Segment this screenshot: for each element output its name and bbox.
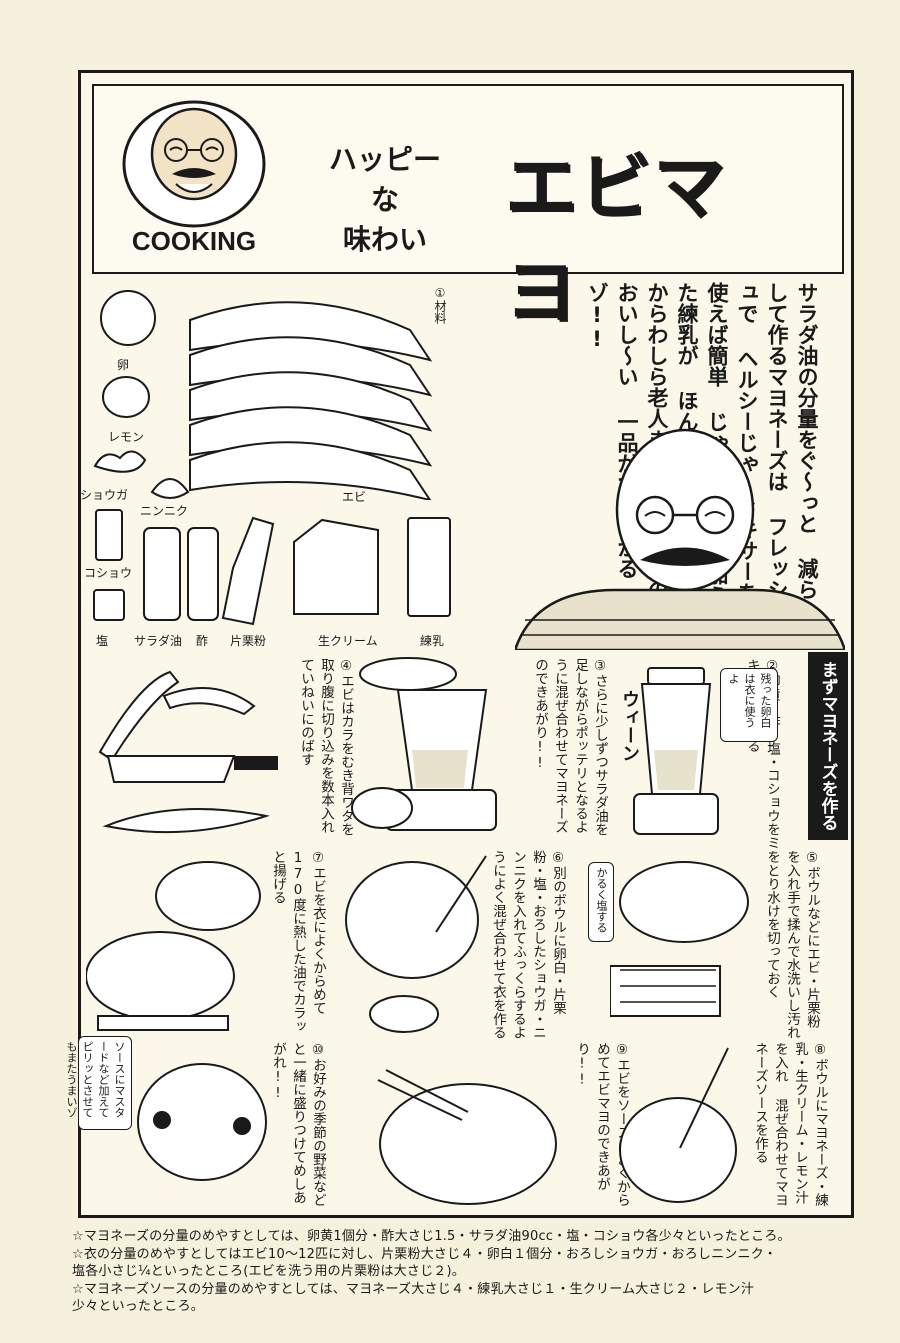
note-3: 塩各小さじ¼といったところ(エビを洗う用の片栗粉は大さじ２)。 bbox=[72, 1264, 465, 1279]
cooking-logo: COOKING bbox=[122, 100, 266, 256]
label-pepper: コショウ bbox=[84, 566, 133, 580]
step-6: ⑥別のボウルに卵白・片栗粉・塩・おろしたショウガ・ニンニクを入れてふっくらするよ… bbox=[490, 850, 566, 1039]
ingredients-title: ①材料 bbox=[433, 286, 447, 324]
sound-effect: ウィーン bbox=[619, 690, 640, 762]
step-7: ⑦エビを衣によくからめて170度に熱した油でカラッと揚げる bbox=[270, 850, 326, 1033]
note-1: ☆マヨネーズの分量のめやすとしては、卵黄1個分・酢大さじ1.5・サラダ油90cc… bbox=[72, 1229, 791, 1244]
logo-text: COOKING bbox=[132, 226, 256, 256]
blender-illustration bbox=[633, 667, 719, 835]
step-5: ⑤ボウルなどにエビ・片栗粉を入れ手で揉んで水洗いし汚れをとり水けを切っておく bbox=[764, 850, 820, 1039]
egg-icon bbox=[100, 290, 156, 346]
label-cream: 生クリーム bbox=[318, 634, 378, 648]
subtitle: ハッピーな 味わい bbox=[320, 140, 450, 260]
garlic-icon bbox=[150, 478, 190, 499]
label-vinegar: 酢 bbox=[196, 634, 209, 648]
label-ginger: ショウガ bbox=[80, 488, 129, 502]
frying-illustration bbox=[86, 861, 261, 1031]
knife-shrimp-illustration bbox=[98, 670, 278, 834]
ginger-icon bbox=[93, 450, 147, 473]
bottles-illustration bbox=[93, 509, 451, 626]
label-salt: 塩 bbox=[96, 634, 109, 648]
sauce-bowl-illustration bbox=[619, 1047, 737, 1203]
step-4: ④エビはカラをむき背ワタを取り腹に切り込みを数本入れていねいにのばす bbox=[298, 658, 354, 836]
label-garlic: ニンニク bbox=[140, 504, 189, 518]
plate-illustration bbox=[137, 1063, 267, 1181]
page-title: エビマヨ bbox=[505, 145, 728, 334]
notes: ☆マヨネーズの分量のめやすとしては、卵黄1個分・酢大さじ1.5・サラダ油90cc… bbox=[72, 1228, 882, 1316]
section-title: まずマヨネーズを作る bbox=[808, 652, 848, 840]
subtitle-line-2: 味わい bbox=[342, 223, 427, 256]
label-starch: 片栗粉 bbox=[230, 634, 267, 648]
salt-callout: かるく塩する bbox=[588, 862, 614, 942]
final-bowl-illustration bbox=[377, 1069, 557, 1205]
note-5: 少々といったところ。 bbox=[72, 1299, 205, 1314]
label-shrimp: エビ bbox=[342, 490, 367, 504]
note-4: ☆マヨネーズソースの分量のめやすとしては、マヨネーズ大さじ４・練乳大さじ１・生ク… bbox=[72, 1281, 755, 1297]
label-lemon: レモン bbox=[108, 430, 145, 444]
label-condensed-milk: 練乳 bbox=[420, 634, 445, 648]
lemon-icon bbox=[102, 376, 150, 418]
batter-bowl-illustration bbox=[345, 855, 487, 1033]
egg-white-callout: 残った卵白は衣に使うよ bbox=[720, 668, 778, 742]
chef-illustration bbox=[515, 428, 845, 650]
shrimp-illustration bbox=[189, 301, 433, 500]
step-3: ③さらに少しずつサラダ油を足しながらポッテリとなるように混ぜ合わせてマヨネーズの… bbox=[532, 658, 608, 836]
label-egg: 卵 bbox=[117, 358, 130, 372]
step-8: ⑧ボウルにマヨネーズ・練乳・生クリーム・レモン汁を入れ 混ぜ合わせてマヨネーズソ… bbox=[752, 1042, 828, 1207]
note-2: ☆衣の分量のめやすとしてはエビ10〜12匹に対し、片栗粉大さじ４・卵白１個分・お… bbox=[72, 1246, 777, 1262]
bowl-starch-illustration bbox=[610, 861, 749, 1017]
label-salad-oil: サラダ油 bbox=[134, 634, 183, 648]
mustard-callout: ソースにマスタードなど加えてピリッとさせてもまたうまいゾ bbox=[65, 1036, 132, 1130]
mixing-illustration bbox=[351, 657, 497, 831]
subtitle-line-1: ハッピーな bbox=[328, 143, 441, 216]
step-10: ⑩お好みの季節の野菜などと一緒に盛りつけてめしあがれ!! bbox=[270, 1042, 326, 1207]
